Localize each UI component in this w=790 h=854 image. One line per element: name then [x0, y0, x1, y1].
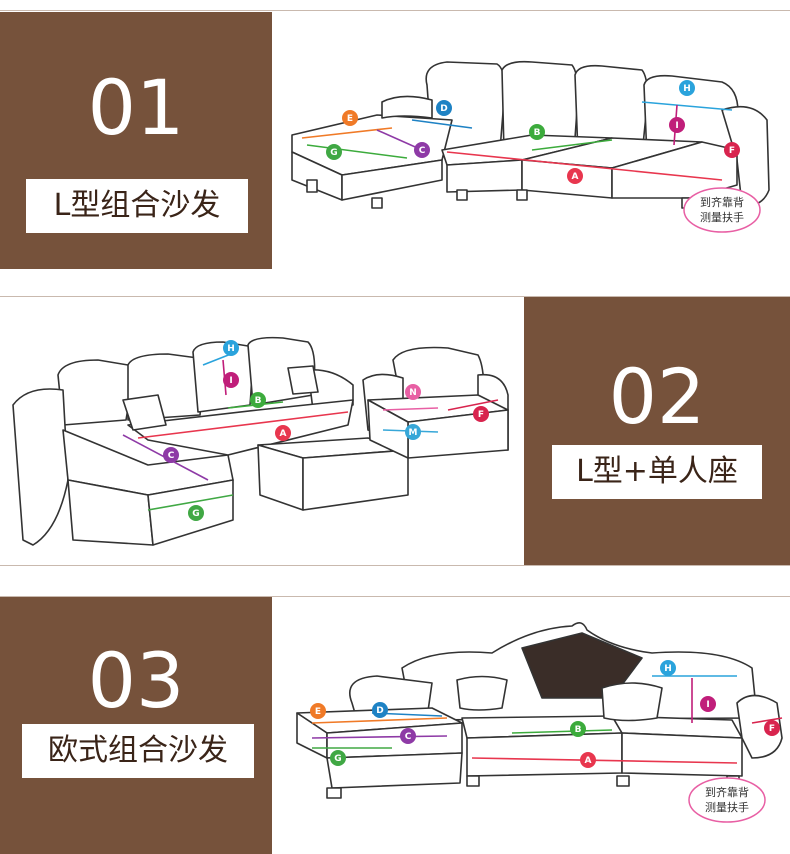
divider-3: [0, 596, 790, 597]
marker-g-2: G: [192, 509, 199, 519]
marker-b-2: B: [255, 396, 262, 406]
top-divider: [0, 10, 790, 11]
marker-d: D: [440, 104, 447, 114]
marker-f-3: F: [769, 724, 775, 734]
section-1-panel: 01 L型组合沙发: [0, 12, 272, 269]
marker-c: C: [419, 146, 426, 156]
marker-a-3: A: [585, 756, 592, 766]
marker-i-2: I: [229, 376, 232, 386]
section-2-illustration: A B C F G H I M N: [8, 330, 518, 560]
marker-b-3: B: [575, 725, 582, 735]
marker-i: I: [675, 121, 678, 131]
marker-b: B: [534, 128, 541, 138]
marker-e: E: [347, 114, 353, 124]
marker-e-3: E: [315, 707, 321, 717]
svg-text:到齐靠背: 到齐靠背: [705, 785, 749, 799]
measure-note-3: 到齐靠背 测量扶手: [688, 777, 766, 823]
svg-text:测量扶手: 测量扶手: [700, 210, 744, 224]
section-3-title: 欧式组合沙发: [22, 724, 254, 778]
svg-text:到齐靠背: 到齐靠背: [700, 195, 744, 209]
divider-1: [0, 296, 790, 297]
marker-d-3: D: [376, 706, 383, 716]
marker-m: M: [409, 428, 418, 438]
section-3-panel: 03 欧式组合沙发: [0, 597, 272, 854]
marker-g: G: [330, 148, 337, 158]
section-1-title: L型组合沙发: [26, 179, 248, 233]
section-3-illustration: A B C D E F G H I 到齐靠背 测量扶手: [282, 608, 787, 838]
marker-n: N: [409, 388, 417, 398]
svg-text:测量扶手: 测量扶手: [705, 800, 749, 814]
marker-c-3: C: [405, 732, 412, 742]
marker-h-2: H: [227, 344, 235, 354]
divider-2: [0, 565, 790, 566]
section-1-number: 01: [87, 63, 185, 152]
marker-a: A: [572, 172, 579, 182]
section-1-illustration: A B C D E F G H I 到齐靠背 测量扶手: [282, 40, 782, 250]
marker-g-3: G: [334, 754, 341, 764]
marker-f: F: [729, 146, 735, 156]
marker-f-2: F: [478, 410, 484, 420]
marker-c-2: C: [168, 451, 175, 461]
marker-h: H: [683, 84, 691, 94]
section-2-panel: 02 L型+单人座: [524, 297, 790, 565]
section-2-title: L型+单人座: [552, 445, 762, 499]
section-3-number: 03: [87, 636, 185, 725]
section-2-number: 02: [608, 352, 706, 441]
marker-h-3: H: [664, 664, 672, 674]
measure-note-1: 到齐靠背 测量扶手: [683, 187, 761, 233]
marker-a-2: A: [280, 429, 287, 439]
marker-i-3: I: [706, 700, 709, 710]
